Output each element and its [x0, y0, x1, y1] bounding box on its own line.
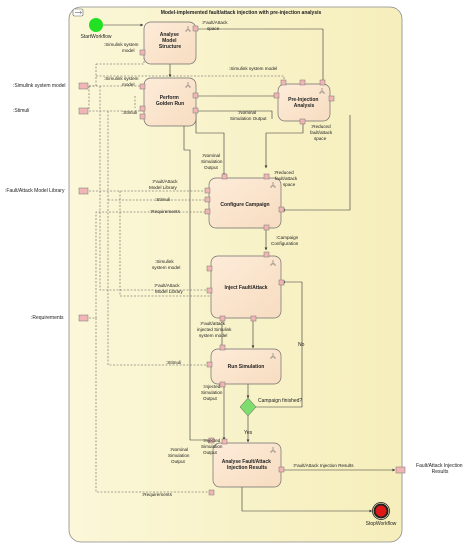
svg-text:Run Simulation: Run Simulation	[228, 364, 265, 370]
activity-frame-icon	[72, 8, 84, 17]
action-analyse-model-structure[interactable]: Analyse Model Structure	[143, 21, 197, 65]
stop-node-ring	[372, 502, 390, 520]
svg-text::Simulink system model: :Simulink system model	[229, 66, 277, 71]
svg-text:Fault/Attack Injection R: Fault/Attack Injection Results	[416, 463, 464, 475]
input-stimuli[interactable]: :Stimuli	[13, 107, 89, 115]
decision-no-label: No	[298, 342, 305, 348]
svg-text:Campaign finished?: Campaign finished?	[258, 398, 302, 404]
action-inject-fault-attack[interactable]: Inject Fault/Attack	[210, 255, 282, 319]
svg-text:Analyse Model Stru: Analyse Model Structure	[159, 32, 181, 50]
input-fault-attack-model-library[interactable]: :Fault/Attack Model Library	[5, 187, 89, 195]
svg-text:Analyse Fault/Attack Inj: Analyse Fault/Attack Injection Results	[222, 459, 273, 471]
svg-text:Inject Fault/Attack: Inject Fault/Attack	[224, 285, 267, 291]
svg-text:Perform Golden Run: Perform Golden Run	[156, 95, 184, 107]
stop-label: StopWorkflow	[366, 521, 397, 527]
start-label: StartWorkflow	[80, 34, 111, 40]
decision-yes-label: Yes	[244, 430, 253, 436]
svg-text::Requirements: :Requirements	[142, 492, 173, 497]
action-perform-golden-run[interactable]: Perform Golden Run	[143, 77, 197, 127]
action-analyse-results[interactable]: Analyse Fault/Attack Injection Results	[212, 442, 282, 488]
svg-text:Configure Campaign: Configure Campaign	[220, 202, 269, 208]
svg-text::Stimuli: :Stimuli	[122, 110, 137, 115]
activity-title: Model-implemented fault/attack injection…	[161, 10, 322, 16]
start-node[interactable]	[89, 18, 103, 32]
action-configure-campaign[interactable]: Configure Campaign	[208, 177, 282, 229]
input-requirements[interactable]: :Requirements	[31, 314, 89, 322]
decision-campaign-finished[interactable]: Campaign finished?	[239, 397, 302, 417]
input-simulink-system-model[interactable]: :Simulink system model	[13, 82, 89, 90]
svg-text::Stimuli: :Stimuli	[155, 197, 170, 202]
output-fault-attack-injection-results[interactable]: Fault/Attack Injection Results	[395, 463, 464, 475]
svg-text::Requirements: :Requirements	[31, 315, 64, 321]
action-run-simulation[interactable]: Run Simulation	[210, 348, 282, 385]
svg-text::Fault/Attack Model Library: :Fault/Attack Model Library	[5, 188, 65, 194]
svg-text::Fault/Attack Injection Result: :Fault/Attack Injection Results	[293, 463, 354, 468]
action-icons	[185, 26, 325, 453]
svg-text::Requirements: :Requirements	[150, 209, 181, 214]
pins	[139, 25, 335, 496]
svg-text::Stimuli: :Stimuli	[13, 108, 29, 114]
stop-node[interactable]	[373, 503, 389, 519]
svg-text::Stimuli: :Stimuli	[166, 360, 181, 365]
svg-text::Simulink system model: :Simulink system model	[13, 83, 66, 89]
svg-text:Pre-Injection Analysis: Pre-Injection Analysis	[288, 97, 320, 109]
flow-lines	[103, 23, 396, 513]
